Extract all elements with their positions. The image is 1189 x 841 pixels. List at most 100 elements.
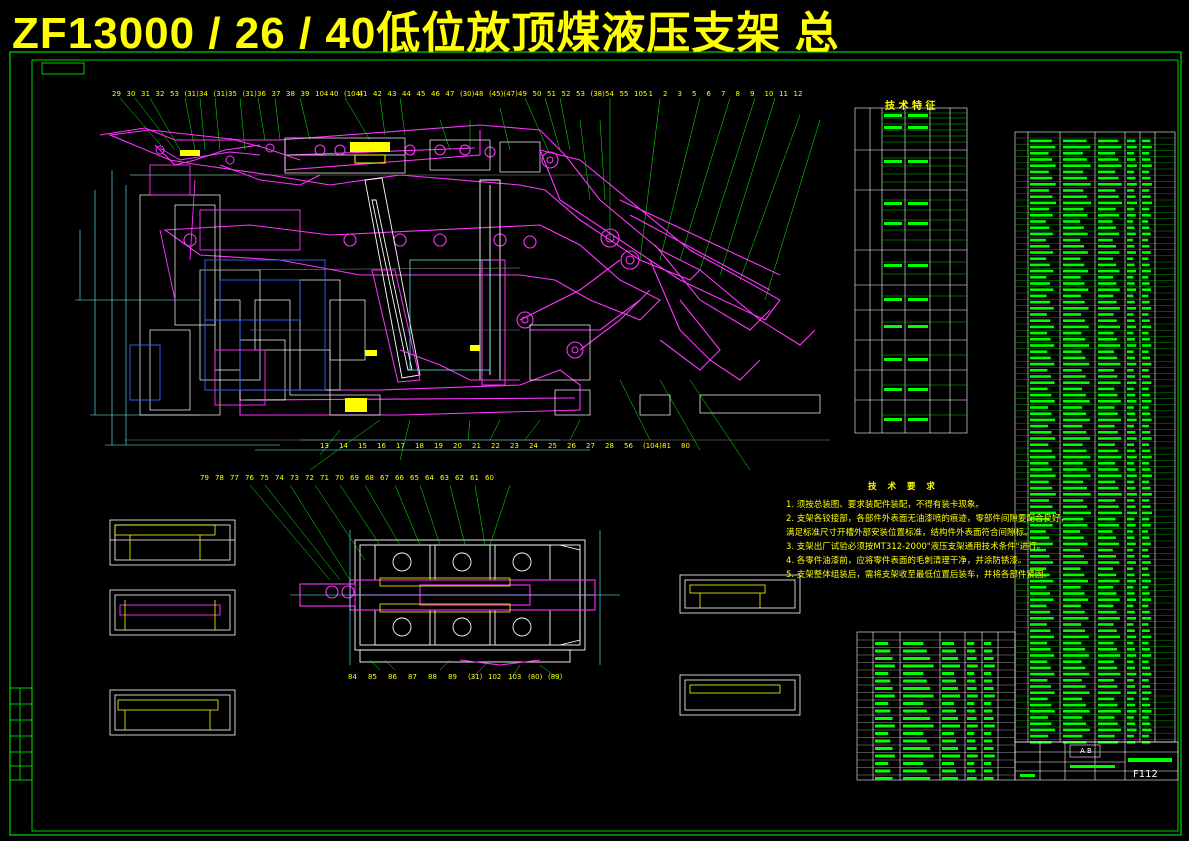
dimension-lines [75, 170, 590, 451]
part-label: 28 [605, 442, 614, 450]
section-view-b [109, 589, 236, 636]
base-frame [239, 259, 651, 416]
part-label: 31 [141, 90, 150, 98]
part-label: 45 [416, 90, 426, 98]
part-label: 38 [286, 90, 295, 98]
part-label: 81 [662, 442, 671, 450]
technical-requirements: 技 术 要 求 1. 须按总装图、要求装配件装配，不得有装卡现象。 2. 支架各… [786, 480, 1069, 582]
part-label: 56 [624, 442, 633, 450]
tech-spec-rows [882, 112, 967, 416]
part-label: 36 [257, 90, 266, 98]
part-label: 85 [368, 673, 377, 681]
part-label: 68 [365, 474, 374, 482]
lower-parts-table [856, 631, 1016, 781]
part-label: (80) [528, 673, 543, 681]
part-label: 75 [260, 474, 269, 482]
part-label: 23 [510, 442, 519, 450]
section-view-b-magenta [119, 604, 221, 616]
part-label: 18 [415, 442, 424, 450]
part-label: 41 [358, 90, 368, 98]
part-label: 53 [576, 90, 585, 98]
plan-view [249, 484, 620, 681]
section-view-e [679, 674, 801, 716]
part-label: 22 [491, 442, 500, 450]
part-label: 40 [329, 90, 339, 98]
canopy-yellow-blocks [350, 142, 390, 164]
part-label: 89 [448, 673, 457, 681]
part-label: 87 [408, 673, 417, 681]
leg-cylinders-magenta [371, 259, 520, 386]
part-label: 19 [434, 442, 443, 450]
part-label: 84 [348, 673, 357, 681]
lower-parts-rows [857, 639, 1015, 780]
canopy-shield [284, 137, 541, 174]
side-elevation-view [75, 97, 830, 471]
part-label: 1 [648, 90, 653, 98]
part-label: 54 [605, 90, 614, 98]
requirement-2: 2. 支架各铰接部，各部件外表面无油漆喷的痕迹，零部件间隙要配合良好， [786, 514, 1069, 524]
part-label: 2 [663, 90, 668, 98]
hidden-lines [125, 174, 830, 441]
part-label: (31) [213, 90, 228, 98]
part-label: 21 [472, 442, 481, 450]
part-label: (31) [242, 90, 257, 98]
front-yellow-marks [180, 150, 480, 412]
part-label: 72 [305, 474, 314, 482]
part-label: 8 [735, 90, 740, 98]
part-label: 5 [692, 90, 697, 98]
part-label: (31) [468, 673, 483, 681]
part-label: 67 [380, 474, 389, 482]
leader-lines [119, 97, 821, 471]
part-label: 10 [764, 90, 774, 98]
revision-strip [9, 687, 33, 781]
part-label: 6 [706, 90, 711, 98]
part-label: (38) [590, 90, 605, 98]
drawing-title: ZF13000 / 26 / 40低位放顶煤液压支架 总 [12, 9, 840, 58]
part-label: 7 [721, 90, 726, 98]
requirement-5: 5. 支架整体组装后，需将支架收至最低位置后装车，并将各部件紧固。 [786, 570, 1052, 580]
part-label: 16 [377, 442, 386, 450]
part-label: 60 [485, 474, 494, 482]
part-label: 77 [230, 474, 239, 482]
part-label: (104) [344, 90, 363, 98]
requirement-3: 3. 支架出厂试验必须按MT312-2000"液压支架通用技术条件"进行。 [786, 542, 1046, 552]
outer-frame [9, 51, 1182, 836]
part-label: 71 [320, 474, 329, 482]
section-view-a [109, 519, 236, 566]
part-label: 50 [532, 90, 542, 98]
part-label: 13 [320, 442, 329, 450]
section-view-a-yellow [114, 524, 216, 560]
part-label: 74 [275, 474, 284, 482]
part-label: 63 [440, 474, 449, 482]
section-view-d [679, 574, 801, 614]
title-block-text [1020, 758, 1172, 777]
requirement-2b: 满足标准尺寸开槽外部安装位置标准，结构件外表面符合间隙标。 [786, 528, 1033, 538]
part-label: (45) [489, 90, 504, 98]
part-label: 39 [300, 90, 310, 98]
part-label: 46 [431, 90, 440, 98]
tech-spec-heading: 技 术 特 征 [885, 101, 936, 112]
part-label: 49 [518, 90, 527, 98]
part-label: 34 [199, 90, 208, 98]
tech-spec-table [854, 107, 968, 434]
part-label: 62 [455, 474, 464, 482]
title-block-stamp: A B [1080, 747, 1092, 755]
part-label: 24 [529, 442, 538, 450]
part-label: (89) [548, 673, 563, 681]
shield-beam [163, 224, 661, 321]
part-label: 9 [750, 90, 755, 98]
inner-frame [31, 59, 1179, 832]
part-label: 27 [586, 442, 595, 450]
part-label: (31) [184, 90, 199, 98]
part-label: 88 [428, 673, 437, 681]
part-label: 55 [619, 90, 629, 98]
part-label: 37 [271, 90, 281, 98]
part-label: 3 [677, 90, 682, 98]
part-label: 15 [358, 442, 367, 450]
part-label: 103 [508, 673, 522, 681]
base-plates [329, 389, 821, 416]
rear-tail-beam [539, 149, 816, 381]
part-label: 48 [474, 90, 484, 98]
section-view-c [109, 689, 236, 736]
